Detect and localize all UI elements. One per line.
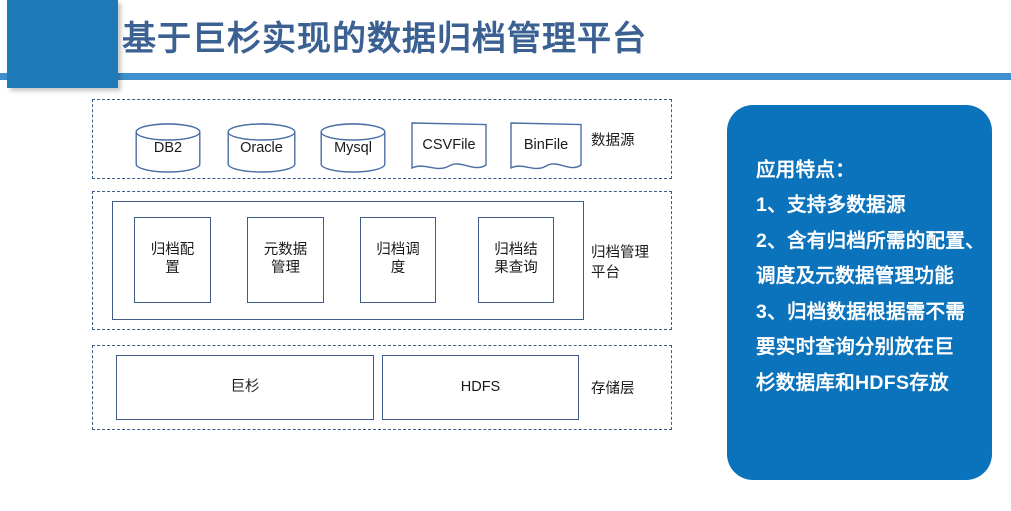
node-label: BinFile [523, 137, 569, 154]
tier-archive-platform-band [92, 191, 672, 330]
tier-storage-band [92, 345, 672, 430]
node-label: 归档配置 [150, 242, 195, 276]
node-archive-config[interactable]: 归档配置 [134, 217, 211, 303]
features-line-3: 调度及元数据管理功能 [756, 265, 955, 288]
node-hdfs[interactable]: HDFS [382, 355, 579, 420]
node-db2[interactable]: DB2 [135, 123, 201, 173]
tier-label-storage: 存储层 [591, 381, 635, 397]
features-panel-text: 应用特点： 1、支持多数据源 2、含有归档所需的配置、 调度及元数据管理功能 3… [756, 153, 985, 401]
features-line-5: 要实时查询分别放在巨 [756, 336, 955, 359]
document-icon [411, 122, 487, 170]
node-label: 巨杉 [230, 378, 260, 395]
node-label: Mysql [334, 139, 372, 156]
features-line-4: 3、归档数据根据需不需 [756, 300, 966, 323]
document-icon [510, 122, 582, 170]
page-title: 基于巨杉实现的数据归档管理平台 [122, 20, 647, 58]
node-label: 归档调度 [376, 242, 420, 276]
features-line-2: 2、含有归档所需的配置、 [756, 229, 985, 252]
node-label: Oracle [240, 139, 283, 156]
node-label: DB2 [153, 139, 183, 156]
node-label: CSVFile [422, 137, 476, 154]
cylinder-icon [135, 123, 201, 173]
node-csvfile[interactable]: CSVFile [411, 122, 487, 174]
tier-data-source-band [92, 99, 672, 179]
tier-label-data-source: 数据源 [591, 133, 635, 149]
node-label: 元数据管理 [263, 242, 308, 276]
header-accent-block [7, 0, 118, 88]
tier-label-archive-platform: 归档管理平台 [591, 245, 649, 281]
node-label: 归档结果查询 [494, 242, 538, 276]
node-label: HDFS [460, 378, 501, 395]
cylinder-icon [227, 123, 296, 173]
header-rule [0, 73, 1011, 80]
node-archive-scheduling[interactable]: 归档调度 [360, 217, 436, 303]
node-sequoiadb[interactable]: 巨杉 [116, 355, 374, 420]
node-metadata-management[interactable]: 元数据管理 [247, 217, 324, 303]
features-heading: 应用特点： [756, 159, 856, 181]
cylinder-icon [320, 123, 386, 173]
node-mysql[interactable]: Mysql [320, 123, 386, 173]
node-archive-result-query[interactable]: 归档结果查询 [478, 217, 554, 303]
node-oracle[interactable]: Oracle [227, 123, 296, 173]
node-binfile[interactable]: BinFile [510, 122, 582, 174]
features-line-6: 杉数据库和HDFS存放 [756, 371, 949, 394]
features-panel: 应用特点： 1、支持多数据源 2、含有归档所需的配置、 调度及元数据管理功能 3… [727, 105, 992, 480]
features-line-1: 1、支持多数据源 [756, 194, 906, 217]
